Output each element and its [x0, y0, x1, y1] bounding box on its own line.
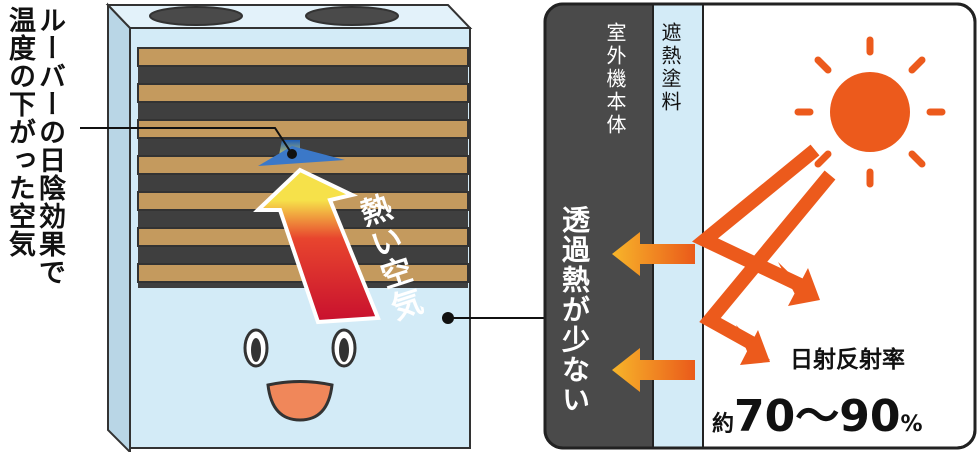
fan-hole-right — [305, 6, 399, 26]
reflectance-prefix: 約 — [712, 412, 735, 437]
caption-line-2: 温度の下がった空気 — [4, 6, 35, 258]
leader-lines — [80, 127, 545, 324]
coating-label: 遮熱塗料 — [658, 22, 682, 114]
reflectance-unit: % — [900, 412, 923, 437]
reflection-arrowheads — [736, 262, 820, 365]
reflection-arrows — [692, 144, 836, 352]
unit-face — [243, 328, 357, 422]
transmitted-heat-arrows — [612, 232, 695, 392]
fan-hole-left — [149, 6, 243, 26]
transmission-label: 透過熱が少ない — [558, 205, 591, 415]
reflectance-title: 日射反射率 — [790, 347, 905, 373]
sun-icon — [794, 36, 946, 188]
reflectance-range: 70〜90 — [734, 391, 901, 442]
unit-body-label: 室外機本体 — [603, 22, 627, 137]
reflectance-value: 約70〜90% — [712, 380, 923, 444]
caption-line-1: ルーバーの日陰効果で — [34, 6, 65, 286]
